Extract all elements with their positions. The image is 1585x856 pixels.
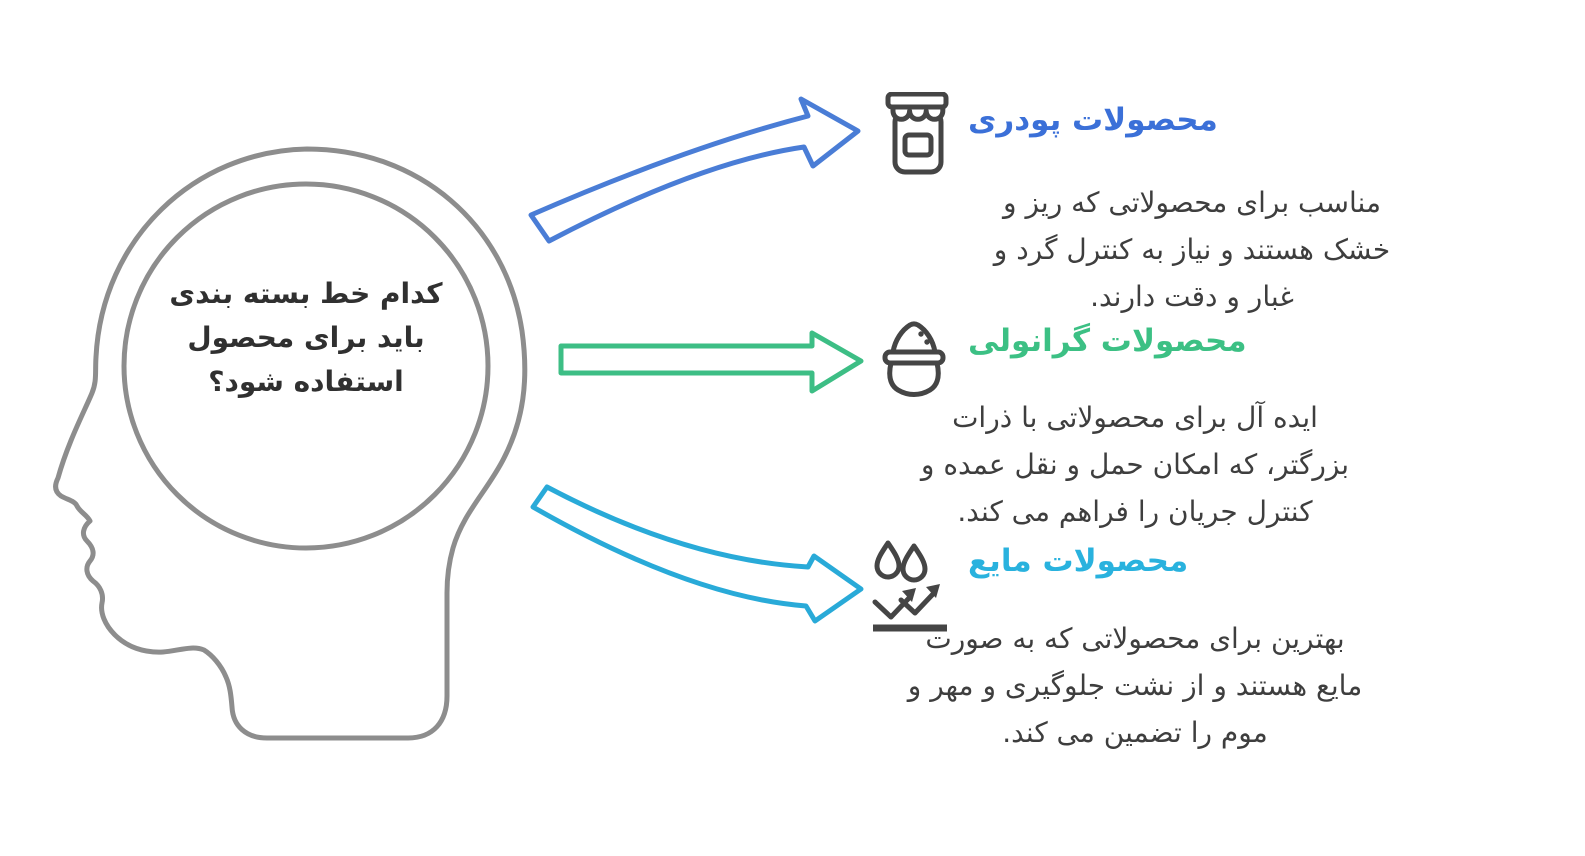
body-line: خشک هستند و نیاز به کنترل گرد و bbox=[993, 233, 1391, 266]
section-body-liquid: بهترین برای محصولاتی که به صورت مایع هست… bbox=[810, 615, 1460, 756]
arrow-liquid bbox=[530, 484, 864, 624]
section-title-granule: محصولات گرانولی bbox=[968, 323, 1247, 359]
body-line: بزرگتر، که امکان حمل و نقل عمده و bbox=[920, 448, 1350, 481]
liquid-drops-icon bbox=[872, 540, 947, 632]
arrow-granule bbox=[558, 330, 864, 394]
body-line: مایع هستند و از نشت جلوگیری و مهر و bbox=[907, 669, 1363, 702]
powder-jar-icon bbox=[885, 92, 949, 175]
head-question-line: استفاده شود؟ bbox=[208, 365, 404, 398]
section-body-powder: مناسب برای محصولاتی که ریز و خشک هستند و… bbox=[962, 179, 1422, 320]
arrow-powder bbox=[528, 96, 861, 244]
brain-circle bbox=[121, 181, 491, 551]
body-line: مناسب برای محصولاتی که ریز و bbox=[1003, 186, 1381, 219]
head-question: کدام خط بسته بندی باید برای محصول استفاد… bbox=[140, 272, 472, 404]
head-question-line: باید برای محصول bbox=[187, 321, 425, 354]
body-line: غبار و دقت دارند. bbox=[1090, 280, 1294, 313]
granule-sack-icon bbox=[882, 321, 946, 397]
section-title-powder: محصولات پودری bbox=[968, 102, 1218, 138]
head-outline bbox=[53, 146, 528, 741]
section-title-liquid: محصولات مایع bbox=[968, 543, 1189, 579]
body-line: کنترل جریان را فراهم می کند. bbox=[957, 495, 1313, 528]
body-line: ایده آل برای محصولاتی با ذرات bbox=[952, 401, 1318, 434]
section-body-granule: ایده آل برای محصولاتی با ذرات بزرگتر، که… bbox=[810, 394, 1460, 535]
body-line: بهترین برای محصولاتی که به صورت bbox=[925, 622, 1345, 655]
body-line: موم را تضمین می کند. bbox=[1002, 716, 1268, 749]
head-question-line: کدام خط بسته بندی bbox=[169, 277, 443, 310]
